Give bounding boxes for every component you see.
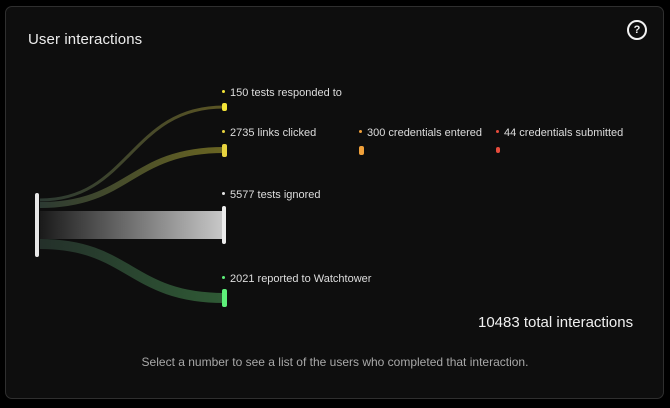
node-clicked[interactable] bbox=[222, 144, 227, 157]
clicked-dot-icon bbox=[222, 129, 225, 133]
node-source bbox=[35, 193, 39, 257]
flow-source-to-clicked bbox=[39, 147, 225, 208]
node-responded[interactable] bbox=[222, 103, 227, 111]
node-reported[interactable] bbox=[222, 289, 227, 307]
flow-source-to-ignored bbox=[40, 211, 224, 239]
user-interactions-panel bbox=[5, 6, 664, 399]
ignored-dot-icon bbox=[222, 191, 225, 195]
selection-hint: Select a number to see a list of the use… bbox=[141, 355, 529, 369]
node-ignored[interactable] bbox=[222, 206, 226, 244]
node-submitted[interactable] bbox=[496, 147, 500, 153]
reported-dot-icon bbox=[222, 275, 225, 279]
node-entered[interactable] bbox=[359, 146, 364, 155]
panel-title: User interactions bbox=[28, 31, 143, 48]
question-circle-icon[interactable]: ? bbox=[627, 20, 647, 40]
label-credentials-submitted[interactable]: 44 credentials submitted bbox=[496, 127, 623, 139]
flow-source-to-responded bbox=[39, 105, 225, 202]
submitted-dot-icon bbox=[496, 129, 499, 133]
label-clicked[interactable]: 2735 links clicked bbox=[222, 127, 316, 139]
entered-dot-icon bbox=[359, 129, 362, 133]
label-reported[interactable]: 2021 reported to Watchtower bbox=[222, 273, 371, 285]
responded-dot-icon bbox=[222, 89, 225, 93]
label-ignored[interactable]: 5577 tests ignored bbox=[222, 189, 321, 201]
flow-source-to-reported bbox=[39, 239, 225, 303]
total-interactions: 10483 total interactions bbox=[478, 314, 634, 331]
label-responded[interactable]: 150 tests responded to bbox=[222, 87, 342, 99]
label-credentials-entered[interactable]: 300 credentials entered bbox=[359, 127, 482, 139]
